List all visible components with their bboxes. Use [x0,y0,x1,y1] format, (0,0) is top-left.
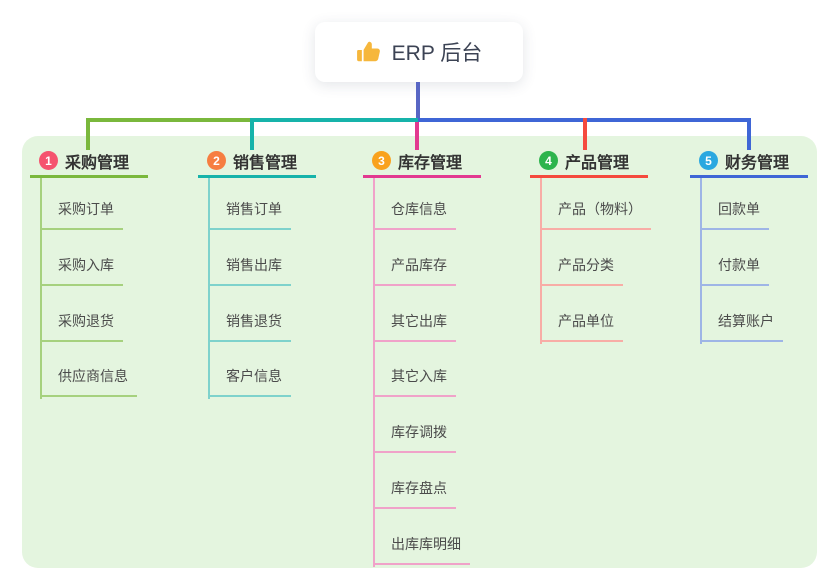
branch-title-label: 财务管理 [725,154,790,172]
branch-item[interactable]: 产品单位 [540,311,623,342]
branch-item[interactable]: 付款单 [700,255,769,286]
connector-drop [415,122,419,150]
branch-item[interactable]: 产品（物料） [540,199,651,230]
connector-segment [86,118,254,122]
branch-number-badge: 2 [207,151,226,170]
branch-number-badge: 1 [39,151,58,170]
branch-connector-line [40,178,42,400]
branch-item[interactable]: 采购退货 [40,311,123,342]
branch-item[interactable]: 销售退货 [208,311,291,342]
branch-item[interactable]: 结算账户 [700,311,783,342]
branch-item[interactable]: 销售出库 [208,255,291,286]
branch-number-badge: 3 [372,151,391,170]
branch-item[interactable]: 仓库信息 [373,199,456,230]
thumbs-up-icon [356,41,380,62]
branch-item[interactable]: 采购入库 [40,255,123,286]
connector-drop [583,118,587,150]
connector-drop [250,118,254,150]
root-node[interactable]: ERP 后台 [315,22,523,82]
branch-item[interactable]: 库存盘点 [373,478,456,509]
branch-item[interactable]: 采购订单 [40,199,123,230]
mindmap-panel [22,136,817,568]
branch-title-label: 销售管理 [233,154,298,172]
branch-item[interactable]: 产品分类 [540,255,623,286]
branch-item[interactable]: 其它入库 [373,366,456,398]
branch-item[interactable]: 其它出库 [373,311,456,342]
branch-connector-line [373,178,375,567]
root-connector-line [416,82,420,122]
branch-title-库存管理[interactable]: 3 库存管理 [363,146,481,178]
branch-title-label: 产品管理 [565,154,630,172]
branch-item[interactable]: 回款单 [700,199,769,230]
branch-title-label: 库存管理 [398,154,463,172]
branch-connector-line [700,178,702,344]
branch-item[interactable]: 出库库明细 [373,534,470,565]
branch-number-badge: 5 [699,151,718,170]
branch-title-财务管理[interactable]: 5 财务管理 [690,146,808,178]
branch-title-label: 采购管理 [65,154,130,172]
connector-segment [252,118,420,122]
branch-item[interactable]: 客户信息 [208,366,291,398]
branch-title-采购管理[interactable]: 1 采购管理 [30,146,148,178]
branch-item[interactable]: 产品库存 [373,255,456,286]
branch-title-产品管理[interactable]: 4 产品管理 [530,146,648,178]
branch-item[interactable]: 销售订单 [208,199,291,230]
branch-item[interactable]: 库存调拨 [373,422,456,454]
connector-drop [86,118,90,150]
branch-title-销售管理[interactable]: 2 销售管理 [198,146,316,178]
branch-item[interactable]: 供应商信息 [40,366,137,398]
branch-connector-line [540,178,542,344]
branch-connector-line [208,178,210,400]
root-node-label: ERP 后台 [391,42,483,65]
branch-number-badge: 4 [539,151,558,170]
connector-drop [747,118,751,150]
